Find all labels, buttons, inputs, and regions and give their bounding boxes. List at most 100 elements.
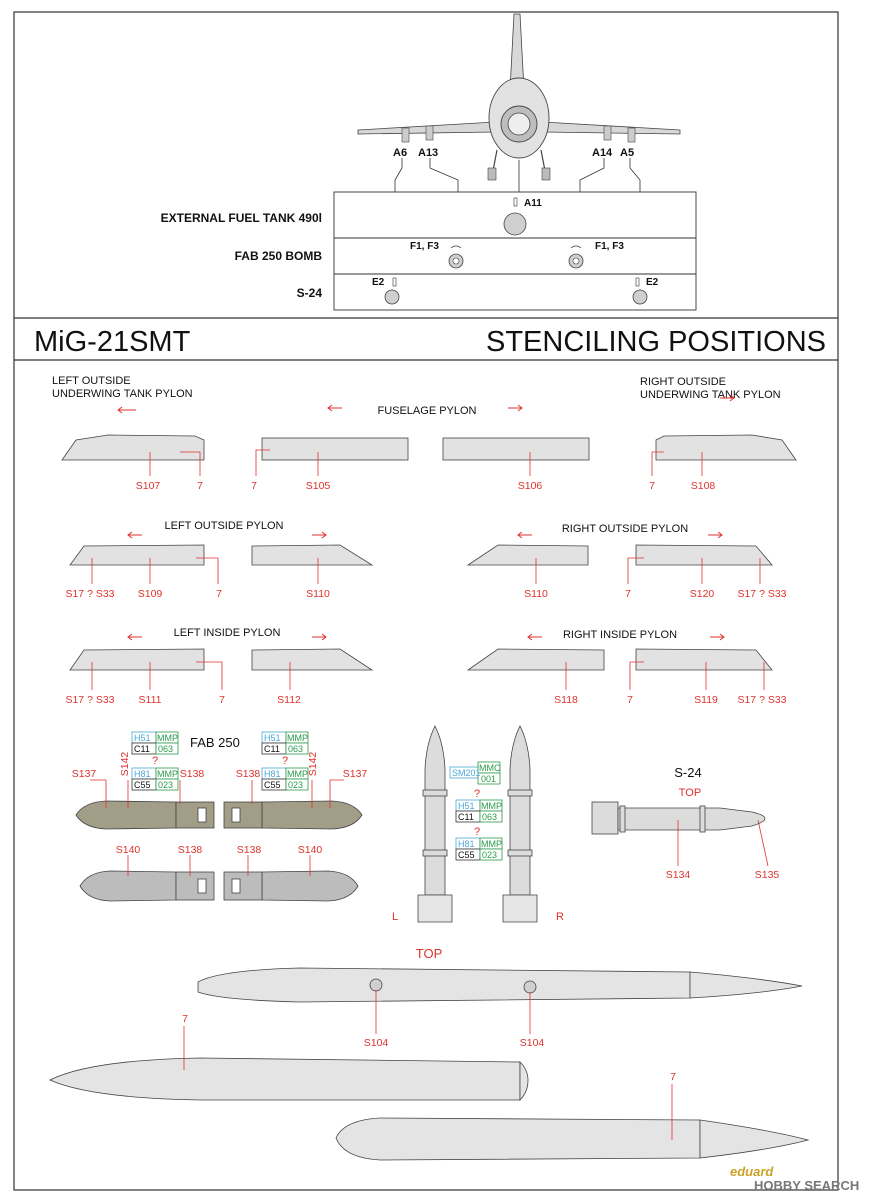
page-title: STENCILING POSITIONS [486, 326, 826, 358]
label-s111: S111 [139, 694, 162, 706]
label-s142-right: S142 [307, 752, 319, 777]
pylon-leaders-row1 [149, 449, 703, 476]
label-7-tank-a: 7 [182, 1013, 188, 1025]
tank-pylon-left-title-2: UNDERWING TANK PYLON [52, 388, 193, 400]
callout-a14: A14 [592, 147, 613, 159]
label-s105: S105 [306, 480, 331, 492]
tank-top-label: TOP [416, 946, 443, 961]
label-s17-s33-b: S17 ? S33 [737, 588, 786, 600]
missile-mmc: MMC [479, 763, 501, 773]
s24-title: S-24 [674, 765, 701, 780]
label-s108: S108 [691, 480, 716, 492]
row-label-s24: S-24 [297, 286, 323, 300]
s24-leaders [677, 819, 769, 867]
right-inside-pylon-title: RIGHT INSIDE PYLON [563, 629, 677, 641]
label-7-a: 7 [197, 480, 203, 492]
fab-box4-023: 023 [288, 780, 303, 790]
tank-pylon-right-title-2: UNDERWING TANK PYLON [640, 389, 781, 401]
code-f1f3-right: F1, F3 [595, 241, 624, 252]
missile-c55: C55 [458, 850, 475, 860]
label-s104-b: S104 [520, 1037, 545, 1049]
label-s110-a: S110 [306, 588, 330, 600]
tank-pylon-right-title-1: RIGHT OUTSIDE [640, 376, 726, 388]
s24-top: TOP [679, 787, 701, 799]
fab250-bombs-grey [79, 870, 359, 902]
missile-q-bottom: ? [474, 826, 480, 838]
missile-001: 001 [481, 774, 496, 784]
fab-box4-h81: H81 [264, 769, 281, 779]
code-f1f3-left: F1, F3 [410, 241, 439, 252]
fab250-bombs-khaki [75, 800, 363, 830]
label-s120: S120 [690, 588, 715, 600]
fab-box3-c55: C55 [134, 780, 151, 790]
pylon-drawings-row2 [69, 544, 773, 566]
right-outside-pylon-title: RIGHT OUTSIDE PYLON [562, 523, 688, 535]
label-s106: S106 [518, 480, 543, 492]
label-s118: S118 [554, 694, 578, 706]
fab-box2-c11: C11 [264, 744, 280, 754]
fab-box1-mmp: MMP [157, 733, 178, 743]
missile-h81: H81 [458, 839, 475, 849]
missile-mmp-a: MMP [481, 801, 502, 811]
missile-q-top: ? [474, 788, 480, 800]
label-s109: S109 [138, 588, 163, 600]
drop-tank-side-view-right [335, 1117, 810, 1161]
code-e2-left: E2 [372, 277, 385, 288]
left-outside-pylon-title: LEFT OUTSIDE PYLON [165, 520, 284, 532]
label-7-g: 7 [627, 694, 633, 706]
label-s140-right: S140 [298, 844, 323, 856]
tank-leaders [183, 990, 673, 1140]
fab-box4-mmp: MMP [287, 769, 308, 779]
label-s107: S107 [136, 480, 161, 492]
direction-arrows-row1 [117, 394, 735, 414]
callout-a13: A13 [418, 147, 438, 159]
label-s110-b: S110 [524, 588, 548, 600]
fab-box2-063: 063 [288, 744, 303, 754]
label-7-tank-b: 7 [670, 1071, 676, 1083]
label-7-c: 7 [649, 480, 655, 492]
missile-c11: C11 [458, 812, 474, 822]
code-e2-right: E2 [646, 277, 659, 288]
label-s17-s33-d: S17 ? S33 [737, 694, 786, 706]
fab-box4-c55: C55 [264, 780, 281, 790]
fuselage-pylon-title: FUSELAGE PYLON [377, 405, 476, 417]
pylon-leaders-row2 [91, 557, 761, 584]
missile-sm201: SM201 [452, 768, 481, 778]
fab-box1-h51: H51 [134, 733, 151, 743]
fab-box3-023: 023 [158, 780, 173, 790]
sheet-frame [13, 11, 839, 1191]
fab-box1-063: 063 [158, 744, 173, 754]
callout-a6: A6 [393, 147, 407, 159]
row-label-fuel-tank: EXTERNAL FUEL TANK 490l [161, 211, 322, 225]
label-s138-b: S138 [236, 768, 261, 780]
label-s140-left: S140 [116, 844, 141, 856]
fab-question-right: ? [282, 755, 288, 767]
pylon-drawings-row1 [61, 434, 797, 461]
tank-pylon-left-title-1: LEFT OUTSIDE [52, 375, 131, 387]
label-s135: S135 [755, 869, 780, 881]
label-7-e: 7 [625, 588, 631, 600]
missile-mmp-b: MMP [481, 839, 502, 849]
label-7-d: 7 [216, 588, 222, 600]
label-7-b: 7 [251, 480, 257, 492]
direction-arrows-row3 [127, 633, 725, 641]
fab-box3-mmp: MMP [157, 769, 178, 779]
pylon-leaders-row3 [91, 661, 765, 690]
missile-023: 023 [482, 850, 497, 860]
fab-box3-h81: H81 [134, 769, 151, 779]
drop-tank-top-view [197, 967, 803, 1003]
label-s142-left: S142 [119, 752, 131, 777]
fab250-code-boxes [131, 731, 309, 791]
s24-rocket [591, 801, 766, 835]
missile-h51: H51 [458, 801, 475, 811]
label-s137-left: S137 [72, 768, 97, 780]
stores-table [333, 191, 697, 311]
label-s112: S112 [277, 694, 301, 706]
fab-box2-mmp: MMP [287, 733, 308, 743]
label-s134: S134 [666, 869, 691, 881]
label-s17-s33-a: S17 ? S33 [65, 588, 114, 600]
fab-question-left: ? [152, 755, 158, 767]
brand-logo: eduard [730, 1164, 774, 1179]
fab-box1-c11: C11 [134, 744, 150, 754]
